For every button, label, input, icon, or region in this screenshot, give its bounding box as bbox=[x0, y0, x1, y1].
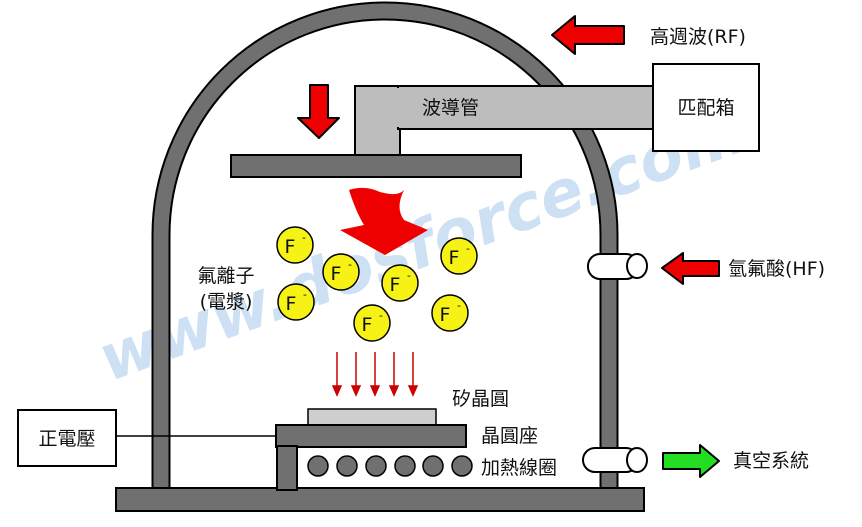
wafer-label: 矽晶圓 bbox=[452, 388, 509, 410]
svg-text:F: F bbox=[285, 236, 296, 258]
svg-text:-: - bbox=[466, 242, 470, 255]
svg-text:F: F bbox=[286, 293, 297, 315]
vacuum-label: 真空系統 bbox=[733, 450, 809, 472]
hf-arrow bbox=[661, 252, 720, 285]
silicon-wafer bbox=[307, 408, 437, 426]
svg-text:F: F bbox=[449, 247, 460, 269]
svg-text:F: F bbox=[440, 304, 451, 326]
hf-label: 氫氟酸(HF) bbox=[728, 258, 825, 280]
positive-voltage-label: 正電壓 bbox=[38, 428, 95, 450]
hf-inlet-pipe bbox=[587, 253, 648, 280]
waveguide-label: 波導管 bbox=[422, 97, 479, 119]
svg-text:-: - bbox=[457, 299, 461, 312]
svg-text:F: F bbox=[390, 274, 401, 296]
vacuum-outlet-pipe bbox=[582, 447, 648, 473]
fluorine-ion: F - bbox=[276, 226, 314, 264]
svg-text:-: - bbox=[302, 231, 306, 244]
ion-flow-arrows bbox=[331, 352, 419, 397]
holder-label: 晶圓座 bbox=[481, 425, 538, 447]
svg-text:-: - bbox=[348, 258, 352, 271]
chamber-base bbox=[115, 487, 645, 512]
svg-text:-: - bbox=[407, 269, 411, 282]
fluorine-ion: F - bbox=[322, 253, 360, 291]
vacuum-arrow bbox=[662, 444, 720, 478]
fluorine-ions: F - F - F - F - F - F - F bbox=[276, 226, 478, 342]
fluorine-ion: F - bbox=[277, 283, 315, 321]
wafer-holder bbox=[275, 424, 467, 448]
svg-text:-: - bbox=[379, 309, 383, 322]
ions-label: 氟離子 bbox=[197, 265, 254, 287]
rf-label: 高週波(RF) bbox=[650, 26, 746, 48]
svg-text:F: F bbox=[362, 314, 373, 336]
plasma-label: (電漿) bbox=[200, 291, 253, 313]
svg-text:-: - bbox=[303, 288, 307, 301]
rf-down-arrow bbox=[297, 84, 340, 139]
heater-label: 加熱線圈 bbox=[481, 457, 557, 479]
match-box-label: 匹配箱 bbox=[677, 97, 734, 119]
match-box bbox=[652, 63, 760, 152]
top-electrode bbox=[230, 154, 522, 178]
fluorine-ion: F - bbox=[440, 237, 478, 275]
fluorine-ion: F - bbox=[353, 304, 391, 342]
fluorine-ion: F - bbox=[381, 264, 419, 302]
fluorine-ion: F - bbox=[431, 294, 469, 332]
plasma-arrow bbox=[340, 187, 428, 255]
svg-text:F: F bbox=[331, 263, 342, 285]
heater-coils bbox=[307, 455, 473, 477]
rf-arrow bbox=[551, 15, 625, 55]
positive-voltage-box bbox=[17, 409, 117, 467]
